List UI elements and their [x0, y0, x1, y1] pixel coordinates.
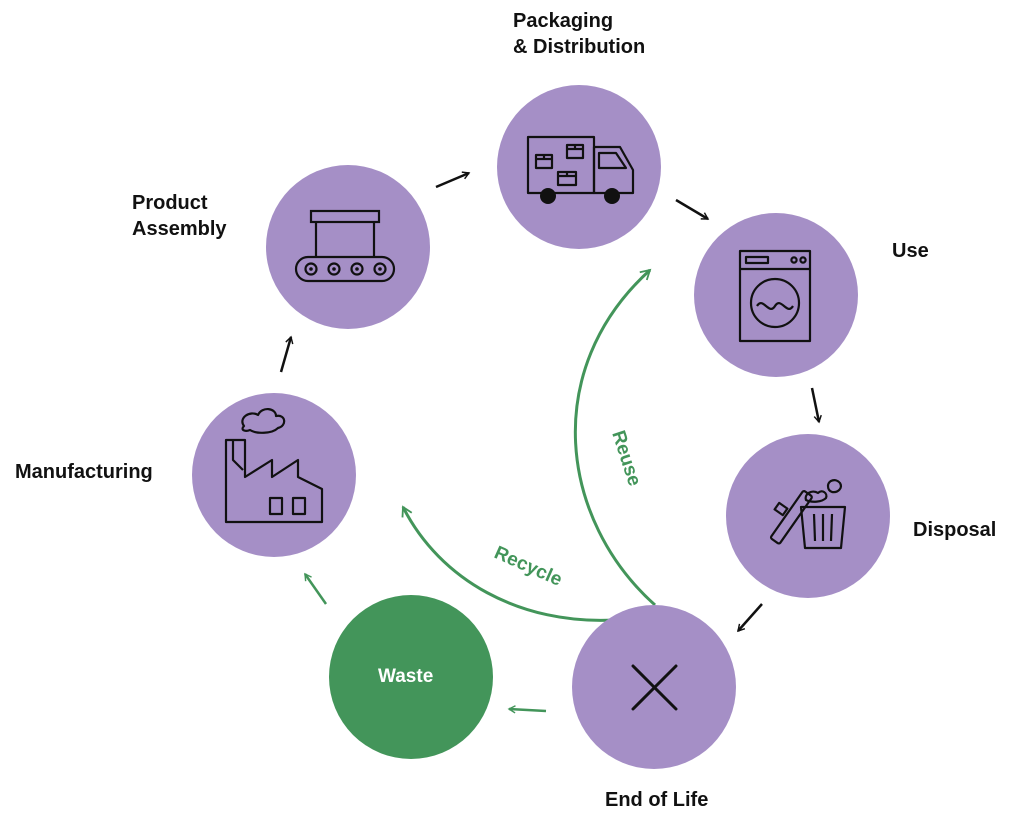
stage-packaging-distribution-circle [497, 85, 661, 249]
x-mark-icon [631, 664, 678, 711]
label-end-of-life: End of Life [605, 789, 709, 811]
arrow-waste-to-manufacturing [303, 572, 328, 605]
factory-icon [224, 408, 324, 524]
reuse-label: Reuse [607, 428, 645, 489]
conveyor-belt-icon [294, 209, 396, 283]
label-product-assembly-line2: Assembly [132, 218, 227, 240]
label-use: Use [892, 240, 929, 262]
arrow-packaging-to-use [675, 198, 710, 221]
label-packaging-line1: Packaging [513, 10, 614, 32]
arrow-assembly-to-packaging [435, 171, 471, 189]
reuse-arrow [573, 268, 657, 607]
arrow-use-to-disposal [810, 387, 822, 424]
label-manufacturing: Manufacturing [15, 461, 153, 483]
waste-circle [329, 595, 493, 759]
arrow-manufacturing-to-assembly [279, 335, 294, 373]
stage-use-circle [694, 213, 858, 377]
label-waste: Waste [378, 666, 434, 687]
washing-machine-icon [738, 249, 812, 343]
stage-disposal-circle [726, 434, 890, 598]
arrow-disposal-to-endoflife [737, 603, 763, 633]
recycle-arrow [401, 505, 616, 622]
delivery-truck-icon [526, 135, 635, 204]
arrow-endoflife-to-waste [507, 705, 547, 714]
trash-can-icon [769, 479, 847, 550]
label-product-assembly: Product Assembly [132, 190, 227, 242]
recycle-label: Recycle [491, 542, 565, 590]
label-packaging-line2: & Distribution [513, 36, 646, 58]
label-packaging-distribution: Packaging & Distribution [513, 8, 645, 60]
stage-product-assembly-circle [266, 165, 430, 329]
label-disposal: Disposal [913, 519, 997, 541]
label-product-assembly-line1: Product [132, 192, 208, 214]
